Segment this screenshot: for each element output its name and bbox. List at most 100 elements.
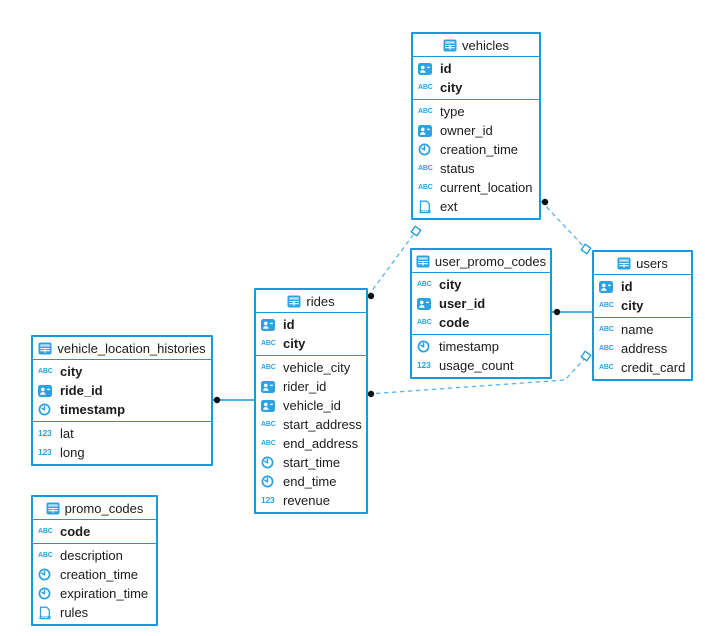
- column-row: ABC name: [594, 320, 691, 339]
- abc-glyph: ABC: [599, 364, 614, 371]
- abc-glyph: ABC: [261, 440, 276, 447]
- column-name: start_time: [283, 455, 341, 470]
- table-header[interactable]: users: [594, 252, 691, 275]
- text-type-icon: ABC: [418, 84, 436, 91]
- column-name: name: [621, 322, 654, 337]
- column-name: city: [439, 277, 462, 292]
- column-row: rider_id: [256, 377, 366, 396]
- number-type-icon: 123: [38, 429, 56, 438]
- column-row: 123 long: [33, 443, 211, 462]
- table-title: vehicle_location_histories: [57, 340, 206, 356]
- table-icon: [38, 342, 52, 355]
- table-header[interactable]: user_promo_codes: [412, 250, 550, 273]
- column-row: id: [594, 277, 691, 296]
- column-row: user_id: [412, 294, 550, 313]
- number-type-icon: 123: [38, 448, 56, 457]
- number-type-icon: 123: [417, 361, 435, 370]
- uuid-icon: [261, 318, 279, 331]
- column-row: ABC current_location: [413, 178, 539, 197]
- relationship-dot: [553, 308, 561, 316]
- column-row: 123 usage_count: [412, 356, 550, 375]
- column-row: owner_id: [413, 121, 539, 140]
- column-name: rules: [60, 605, 89, 620]
- column-name: credit_card: [621, 360, 686, 375]
- relationship-dot: [541, 198, 549, 206]
- column-row: timestamp: [412, 337, 550, 356]
- column-name: long: [60, 445, 85, 460]
- 123-glyph: 123: [38, 428, 52, 439]
- column-row: 123 lat: [33, 424, 211, 443]
- column-name: id: [283, 317, 295, 332]
- column-name: timestamp: [439, 339, 499, 354]
- text-type-icon: ABC: [261, 440, 279, 447]
- timestamp-icon: [261, 456, 279, 469]
- table-title: rides: [306, 293, 335, 309]
- uuid-icon: [418, 124, 436, 137]
- table-icon: [416, 255, 430, 268]
- table-header[interactable]: promo_codes: [33, 497, 156, 520]
- column-name: end_address: [283, 436, 359, 451]
- column-row: id: [256, 315, 366, 334]
- text-type-icon: ABC: [599, 364, 617, 371]
- table-header[interactable]: vehicle_location_histories: [33, 337, 211, 360]
- column-name: vehicle_city: [283, 360, 351, 375]
- column-name: vehicle_id: [283, 398, 341, 413]
- abc-glyph: ABC: [599, 326, 614, 333]
- column-name: city: [60, 364, 83, 379]
- column-row: start_time: [256, 453, 366, 472]
- abc-glyph: ABC: [38, 528, 53, 535]
- text-type-icon: ABC: [38, 552, 56, 559]
- svg-text:JSON: JSON: [418, 208, 431, 213]
- column-row: ABC vehicle_city: [256, 358, 366, 377]
- abc-glyph: ABC: [261, 364, 276, 371]
- abc-glyph: ABC: [418, 165, 433, 172]
- json-icon: JSON: [418, 200, 436, 214]
- column-row: id: [413, 59, 539, 78]
- column-row: creation_time: [413, 140, 539, 159]
- column-name: ride_id: [60, 383, 103, 398]
- abc-glyph: ABC: [417, 319, 432, 326]
- column-name: usage_count: [439, 358, 514, 373]
- timestamp-icon: [418, 143, 436, 156]
- 123-glyph: 123: [261, 495, 275, 506]
- uuid-icon: [417, 297, 435, 310]
- column-row: ABC credit_card: [594, 358, 691, 377]
- timestamp-icon: [38, 568, 56, 581]
- column-name: id: [621, 279, 633, 294]
- relationship-open-square: [410, 225, 422, 237]
- column-name: lat: [60, 426, 74, 441]
- text-type-icon: ABC: [418, 108, 436, 115]
- column-name: id: [440, 61, 452, 76]
- uuid-icon: [38, 384, 56, 397]
- table-header[interactable]: rides: [256, 290, 366, 313]
- text-type-icon: ABC: [38, 528, 56, 535]
- column-name: city: [621, 298, 644, 313]
- relationship-dot: [367, 390, 375, 398]
- 123-glyph: 123: [417, 360, 431, 371]
- text-type-icon: ABC: [418, 184, 436, 191]
- text-type-icon: ABC: [417, 319, 435, 326]
- column-name: current_location: [440, 180, 533, 195]
- columns-section: timestamp 123 usage_count: [412, 334, 550, 377]
- column-name: city: [283, 336, 306, 351]
- table-title: promo_codes: [64, 500, 144, 516]
- table-header[interactable]: vehicles: [413, 34, 539, 57]
- column-name: city: [440, 80, 463, 95]
